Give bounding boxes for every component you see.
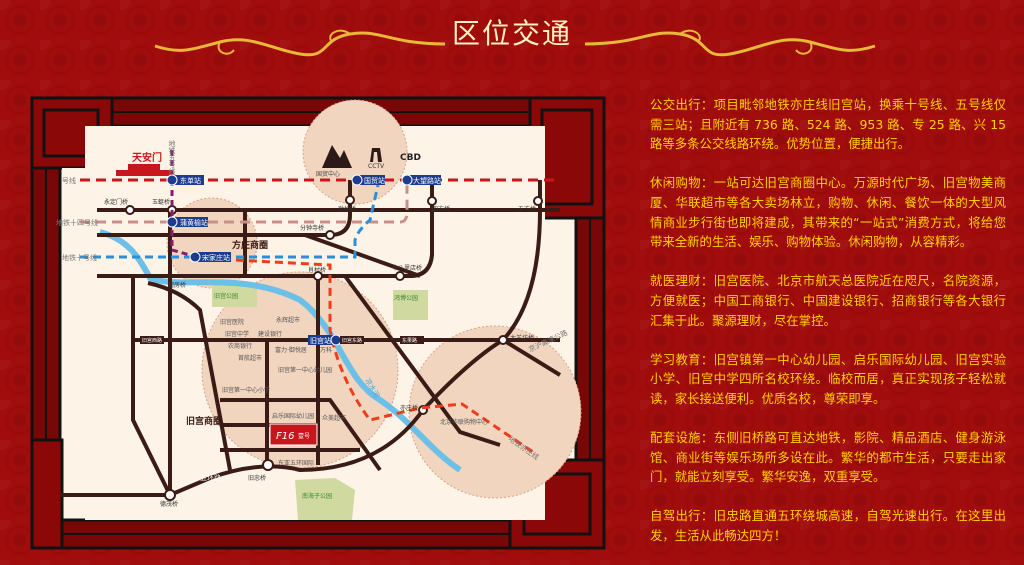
section-education: 学习教育：旧宫镇第一中心幼儿园、启乐国际幼儿园、旧宫实验小学、旧宫中学四所名校环… (650, 351, 1006, 406)
station-label: 大望路站 (413, 176, 441, 185)
section-facilities: 配套设施：东侧旧桥路可直达地铁，影院、精品酒店、健身游泳馆、商业街等娱乐场所多设… (650, 430, 1006, 485)
bridge-label: 五方桥 (518, 205, 536, 213)
poi-label: 农商银行 (228, 342, 252, 350)
bridge-label: 劲松桥 (338, 205, 356, 213)
line5-label: 地铁五号线 (168, 139, 176, 175)
tiananmen-icon (116, 164, 172, 176)
guomao-center-label: 国贸中心 (316, 170, 340, 178)
poi-label: 旧宫第一中心小学 (222, 386, 270, 394)
project-name: F16 (276, 431, 294, 442)
line14-label: 地铁十四号线 (56, 218, 98, 227)
page-title: 区位交通 (0, 12, 1024, 52)
left-ornament-icon (154, 29, 446, 57)
road-label: 旧宫东路 (342, 337, 362, 344)
poi-label: 鸿博公园 (394, 294, 418, 302)
station-dongdan[interactable]: 东单站 (166, 174, 204, 186)
poi-label: 旧宫中学 (225, 330, 249, 338)
line10-label: 地铁十号线 (62, 253, 97, 262)
section-medical-finance: 就医理财：旧宫医院、北京市航天总医院近在咫尺，名院资源，方便就医；中国工商银行、… (650, 273, 1006, 328)
station-jiugong[interactable]: 旧宫站 (308, 334, 342, 346)
metro-line-14 (80, 185, 409, 224)
poi-label: 旧宫第一中心幼儿园 (278, 366, 332, 374)
bridge-label: 玉蜓桥 (152, 198, 170, 206)
project-marker[interactable]: F16 壹号 (269, 423, 318, 446)
road-label: 旧宫西路 (142, 337, 162, 344)
bridge-label: 分钟寺桥 (300, 224, 324, 232)
station-label: 蒲黄榆站 (180, 218, 208, 227)
section-transit: 公交出行：项目毗邻地铁亦庄线旧宫站，换乘十号线、五号线仅需三站；且附近有 736… (650, 97, 1006, 152)
poi-label: 北京华联购物中心 (440, 418, 488, 426)
cctv-label: CCTV (368, 163, 385, 170)
poi-label: 永辉超市 (276, 316, 300, 324)
poi-label: 南海子公园 (302, 492, 332, 500)
park (295, 478, 355, 520)
bridge-label: 永定门桥 (104, 198, 128, 206)
title-text: 区位交通 (451, 17, 572, 50)
project-sub: 壹号 (298, 432, 310, 440)
station-label: 宋家庄站 (202, 253, 230, 262)
station-label: 东单站 (180, 176, 201, 185)
ring5-label: 五环路 (200, 473, 221, 482)
park (393, 290, 428, 320)
bridge-label: 槐房桥 (168, 281, 186, 289)
bridge-label: 四方桥 (432, 205, 450, 213)
station-label: 国贸站 (364, 176, 385, 185)
guomao-center-icon (322, 145, 352, 168)
bridge-label: 旧忠桥 (248, 474, 266, 482)
cbd-circle (302, 99, 408, 205)
bridge-label: 十八里店桥 (392, 264, 422, 272)
poi-label: 旧宫医院 (220, 318, 244, 326)
station-label: 旧宫站 (310, 336, 331, 345)
poi-label: 万科 (320, 346, 332, 354)
bridge-labels: 永定门桥 玉蜓桥 劲松桥 四方桥 五方桥 分钟寺桥 十八里店桥 肖村桥 槐房桥 … (104, 198, 536, 508)
station-songjiazhuang[interactable]: 宋家庄站 (189, 251, 231, 263)
poi-label: 建设银行 (258, 330, 282, 338)
poi-labels: 旧宫医院 旧宫中学 建设银行 农商银行 首航超市 旧宫第一中心小学 永辉超市 富… (214, 292, 488, 500)
road-label: 东果路 (402, 337, 417, 344)
description-panel: 公交出行：项目毗邻地铁亦庄线旧宫站，换乘十号线、五号线仅需三站；且附近有 736… (650, 95, 1006, 565)
bridge-label: 肖村桥 (308, 266, 326, 274)
fangzhuang-label: 方庄商圈 (232, 239, 268, 251)
poi-label: 众美超市 (322, 414, 346, 422)
metro-line-yizhuang (196, 256, 534, 454)
section-shopping: 休闲购物：一站可达旧宫商圈中心。万源时代广场、旧宫物美商厦、华联超市等各大卖场林… (650, 175, 1006, 250)
station-guomao[interactable]: 国贸站 (351, 174, 385, 186)
station-puhuangyu[interactable]: 蒲黄榆站 (166, 216, 208, 228)
park (212, 285, 257, 307)
station-dawanglu[interactable]: 大望路站 (401, 174, 441, 186)
location-map: 天安门 国贸中心 CCTV CBD 东单站 蒲黄榆站 宋家庄站 国贸站 大望路站… (30, 96, 606, 550)
poi-label: 旧宫公园 (214, 292, 238, 300)
road-labels: 旧宫西路 旧宫东路 东果路 (140, 336, 424, 344)
metro-line-10 (80, 184, 380, 259)
bridge-label: 亦庄桥 (400, 404, 418, 412)
bridge-label: 大羊坊桥 (510, 334, 534, 342)
cbd-label: CBD (400, 153, 421, 163)
jiugong-label: 旧宫商圈 (186, 415, 222, 427)
right-ornament-icon (584, 29, 876, 57)
poi-label: 首航超市 (238, 354, 262, 362)
river (99, 229, 462, 473)
section-driving: 自驾出行：旧忠路直通五环绕城高速，自驾光速出行。在这里出发，生活从此畅达四方！ (650, 508, 1006, 544)
yizhuang-circle (408, 325, 582, 499)
tiananmen-label: 天安门 (132, 151, 162, 164)
line1-label: 号线 (62, 176, 76, 185)
cctv-icon (370, 148, 382, 162)
poi-label: 启乐国际幼儿园 (272, 412, 314, 420)
poi-label: 富力·御悦居 (275, 346, 307, 354)
bridge-label: 德茂桥 (160, 500, 178, 508)
poi-label: 东亚五环国际 (278, 459, 314, 467)
